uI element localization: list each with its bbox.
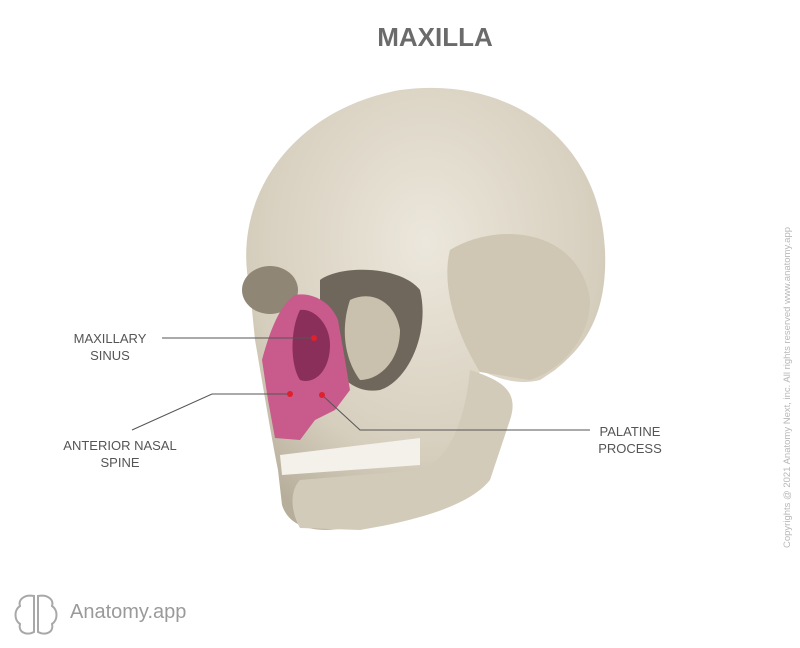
label-anterior-nasal-spine: ANTERIOR NASAL SPINE [60, 437, 180, 471]
pointer-dots [287, 335, 325, 398]
label-line: SINUS [90, 348, 130, 363]
label-line: SPINE [100, 455, 140, 470]
label-line: PROCESS [598, 441, 662, 456]
label-line: PALATINE [599, 424, 661, 439]
pointer-lines [131, 337, 590, 431]
label-palatine-process: PALATINE PROCESS [590, 423, 670, 457]
label-maxillary-sinus: MAXILLARY SINUS [70, 330, 150, 364]
maxilla-highlight [262, 294, 350, 440]
skull [242, 87, 606, 530]
label-line: MAXILLARY [73, 331, 147, 346]
brand-name: Anatomy.app [70, 601, 187, 623]
brain-icon [14, 594, 58, 635]
copyright-notice: Copyrights @ 2021 Anatomy Next, inc. All… [782, 226, 793, 548]
label-line: ANTERIOR NASAL [63, 438, 177, 453]
page-title: MAXILLA [377, 22, 493, 52]
